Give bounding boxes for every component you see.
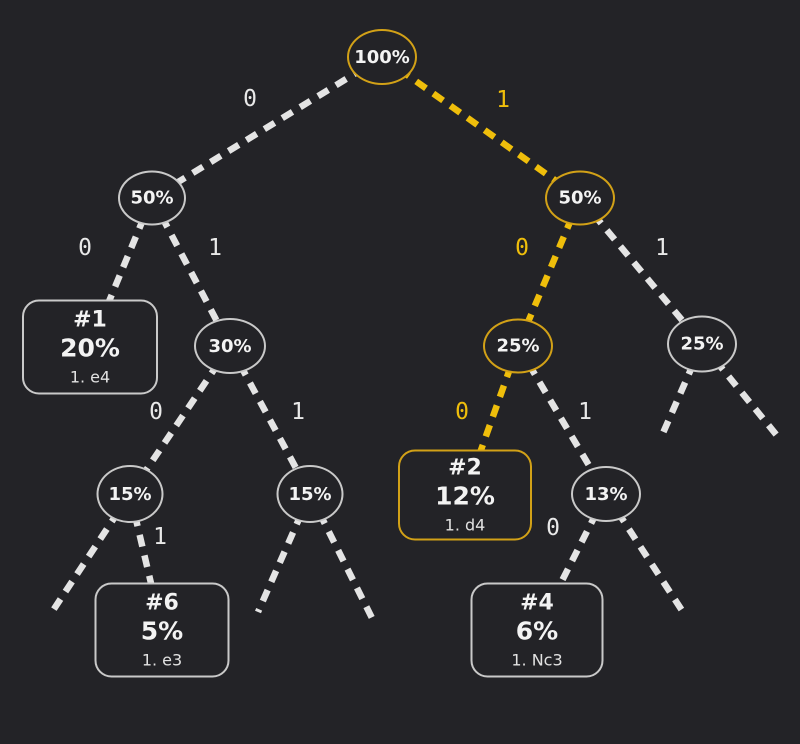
leaf-percent-label: 20% [60, 333, 120, 363]
edge-bit-label: 0 [78, 235, 92, 261]
leaf-rank-label: #2 [448, 455, 482, 481]
leaf-percent-label: 5% [140, 616, 184, 646]
edge-bit-label: 0 [243, 86, 257, 112]
tree-node-n30[interactable]: 30% [194, 318, 266, 374]
node-percent-label: 30% [208, 335, 252, 357]
node-percent-label: 50% [130, 187, 174, 209]
tree-node-n50-left[interactable]: 50% [118, 170, 186, 226]
node-percent-label: 13% [584, 483, 628, 505]
leaf-rank-label: #1 [73, 307, 107, 333]
leaf-rank-label: #4 [520, 590, 554, 616]
tree-node-n25-white[interactable]: 25% [667, 315, 737, 373]
node-percent-label: 50% [558, 187, 602, 209]
node-percent-label: 25% [496, 335, 540, 357]
edge-bit-label: 1 [578, 399, 592, 425]
tree-edge-truncated [660, 342, 705, 435]
leaf-percent-label: 6% [515, 616, 559, 646]
tree-node-root[interactable]: 100% [347, 29, 417, 85]
node-percent-label: 15% [288, 483, 332, 505]
leaf-percent-label: 12% [435, 481, 495, 511]
tree-node-n15-left[interactable]: 15% [96, 465, 164, 523]
edge-bit-label: 0 [515, 235, 529, 261]
edge-bit-label: 1 [291, 399, 305, 425]
tree-node-n15-right[interactable]: 15% [276, 465, 344, 523]
node-percent-label: 100% [354, 46, 410, 68]
tree-node-n13[interactable]: 13% [571, 466, 641, 522]
edge-bit-label: 0 [546, 515, 560, 541]
leaf-move-label: 1. Nc3 [511, 650, 563, 670]
edge-bit-label: 0 [149, 399, 163, 425]
edge-bit-label: 1 [655, 235, 669, 261]
edge-bit-label: 1 [153, 524, 167, 550]
leaf-move-label: 1. d4 [444, 515, 486, 535]
leaf-move-label: 1. e3 [141, 650, 183, 670]
edge-bit-label: 1 [496, 87, 510, 113]
edge-bit-label: 0 [455, 399, 469, 425]
tree-node-n50-right[interactable]: 50% [545, 170, 615, 226]
leaf-move-label: 1. e4 [69, 367, 111, 387]
node-percent-label: 25% [680, 333, 724, 355]
tree-edge-bit-0 [150, 54, 384, 201]
edge-bit-label: 1 [208, 235, 222, 261]
node-percent-label: 15% [108, 483, 152, 505]
tree-node-n25-gold[interactable]: 25% [483, 318, 553, 374]
leaf-rank-label: #6 [145, 590, 179, 616]
